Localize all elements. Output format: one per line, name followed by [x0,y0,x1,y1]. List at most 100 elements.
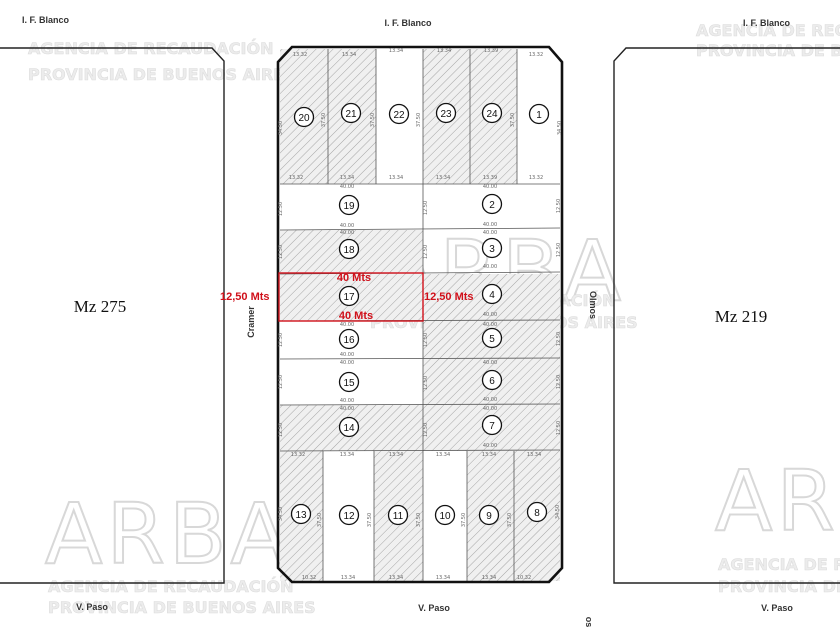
highlight-right-measure: 12,50 Mts [424,291,474,303]
lot-label-7[interactable]: 7 [489,421,495,432]
lot-label-16[interactable]: 16 [343,335,355,346]
measure-width-5-top: 40.00 [483,322,497,328]
watermark-province-bottom-right: PROVINCIA DE BUENOS AIRES [718,577,840,596]
measure-width-18-top: 40.00 [340,230,354,236]
lot-label-21[interactable]: 21 [345,109,357,120]
lot-fills [280,49,560,581]
measure-width-2-bottom: 40.00 [483,222,497,228]
measurement-labels: 13.32 13.34 13.34 13.34 13.39 13.32 13.3… [278,48,563,581]
measure-depth-14-left: 12.50 [278,423,284,437]
lot-label-19[interactable]: 19 [343,201,355,212]
measure-top-back-2: 13.34 [342,52,356,58]
measure-depth-7-right: 12.50 [556,421,562,435]
lot-label-18[interactable]: 18 [343,245,355,256]
measure-bottom-back-1: 13.32 [291,452,305,458]
measure-depth-center-2: 12.50 [423,245,429,259]
lot-circle-24 [481,102,503,124]
lot-circle-21 [340,102,362,124]
street-bottom-fragment: os [584,617,594,628]
measure-bottom-back-5: 13.34 [482,452,496,458]
lot-label-14[interactable]: 14 [343,423,355,434]
lot-circle-16 [338,328,360,350]
measure-width-3-bottom: 40.00 [483,264,497,270]
watermark-brand-bottom-right: ARBA [715,452,840,550]
lot-label-2[interactable]: 2 [489,200,495,211]
lot-label-20[interactable]: 20 [298,113,310,124]
lot-label-5[interactable]: 5 [489,334,495,345]
lot-label-3[interactable]: 3 [489,244,495,255]
lot-circle-20 [293,106,315,128]
lot-label-23[interactable]: 23 [440,109,452,120]
measure-width-6-bottom: 40.00 [483,397,497,403]
measure-width-4-bottom: 40.00 [483,312,497,318]
lot-circle-11 [387,504,409,526]
measure-top-back-4: 13.34 [437,48,451,54]
lot-label-4[interactable]: 4 [489,290,495,301]
measure-top-front-1: 13.32 [289,175,303,181]
measure-width-3-top: 40.00 [483,230,497,236]
lot-circle-3 [481,237,503,259]
watermark-province-bottom: PROVINCIA DE BUENOS AIRES [48,598,316,617]
lot-label-13[interactable]: 13 [295,510,307,521]
street-top-left: I. F. Blanco [22,15,70,25]
measure-depth-lot-12: 37.50 [317,513,323,527]
highlight-top-measure: 40 Mts [337,272,371,284]
watermark-province: PROVINCIA DE BUENOS AIRES [28,65,296,84]
block-left-label: Mz 275 [74,297,126,316]
lot-label-24[interactable]: 24 [486,109,498,120]
lot-circle-23 [435,102,457,124]
lot-label-10[interactable]: 10 [439,511,451,522]
measure-depth-lot-10: 37.50 [416,513,422,527]
measure-depth-lot-9: 37.50 [461,513,467,527]
lot-circle-7 [481,414,503,436]
lot-markers: 20 21 22 23 24 1 19 18 17 16 15 14 2 3 4… [290,102,550,526]
measure-depth-center-5: 12.50 [423,423,429,437]
measure-bottom-back-6: 13.34 [527,452,541,458]
measure-top-front-4: 13.34 [436,175,450,181]
street-left: Cramer [246,306,256,338]
watermark-brand: ARBA [0,0,227,15]
measure-depth-lot-23: 37.50 [416,113,422,127]
measure-depth-15-left: 12.50 [278,375,284,389]
lot-label-9[interactable]: 9 [486,511,492,522]
measure-width-2-top: 40.00 [483,184,497,190]
measure-width-19-top: 40.00 [340,184,354,190]
lot-label-15[interactable]: 15 [343,378,355,389]
measure-depth-18-left: 12.50 [278,245,284,259]
block-left-outline [0,47,225,584]
lot-circle-18 [338,238,360,260]
highlight-lot-box [278,272,424,322]
measure-depth-center-1: 12.50 [423,201,429,215]
lot-circle-22 [388,103,410,125]
watermark-agency-bottom: AGENCIA DE RECAUDACIÓN [48,577,294,596]
lot-label-11[interactable]: 11 [393,511,404,522]
measure-depth-center-4: 12.50 [423,376,429,390]
measure-width-15-top: 40.00 [340,360,354,366]
measure-top-front-2: 13.34 [340,175,354,181]
lot-circle-17 [338,285,360,307]
measure-top-back-6: 13.32 [529,52,543,58]
street-top-center: I. F. Blanco [384,18,432,28]
lot-label-8[interactable]: 8 [534,508,540,519]
lot-label-1[interactable]: 1 [536,110,542,121]
measure-width-19-bottom: 40.00 [340,223,354,229]
lot-label-12[interactable]: 12 [343,511,355,522]
measure-bottom-front-2: 13.34 [341,575,355,581]
measure-bottom-back-3: 13.34 [389,452,403,458]
street-right: Olmos [588,291,598,319]
measure-bottom-back-2: 13.34 [340,452,354,458]
lot-label-17[interactable]: 17 [343,292,355,303]
measure-depth-lot-20: 34.50 [278,121,284,135]
highlight-left-measure: 12,50 Mts [220,291,270,303]
lot-circle-2 [481,193,503,215]
measure-depth-lot-24: 37.50 [510,113,516,127]
lot-circle-15 [338,371,360,393]
street-bottom-right: V. Paso [761,603,793,613]
lot-label-22[interactable]: 22 [393,110,405,121]
measure-depth-3-right: 12.50 [556,243,562,257]
lot-label-6[interactable]: 6 [489,376,495,387]
measure-width-14-top: 40.00 [340,406,354,412]
measure-width-7-top: 40.00 [483,406,497,412]
measure-bottom-front-5: 13.34 [482,575,496,581]
lot-circle-13 [290,503,312,525]
